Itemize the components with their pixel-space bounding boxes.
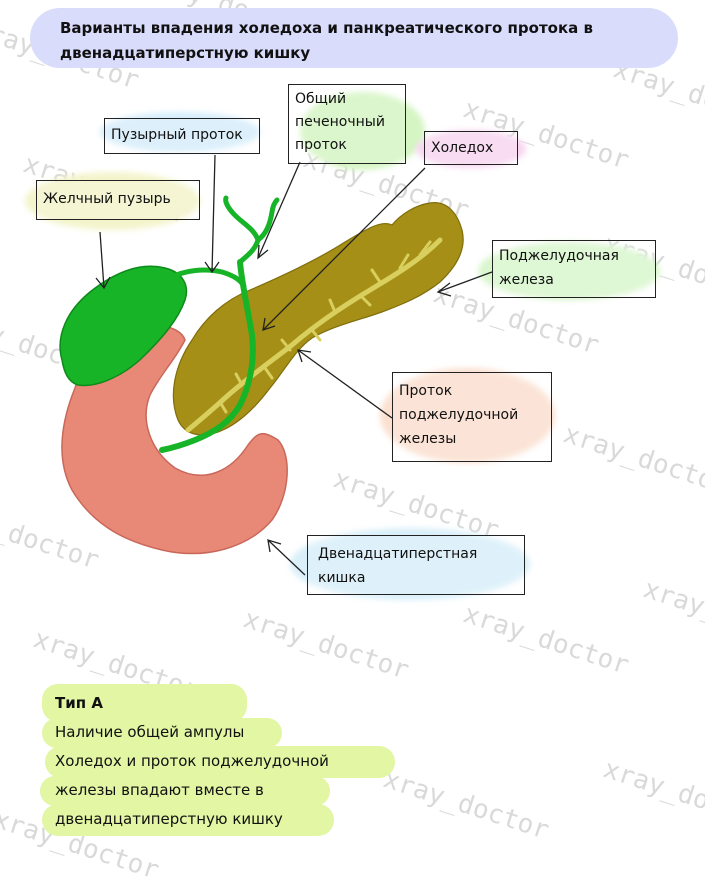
label-pancreatic-duct: Проток поджелудочной железы <box>392 372 552 462</box>
title-line-1: Варианты впадения холедоха и панкреатиче… <box>60 19 593 37</box>
label-hepatic-line-3: проток <box>295 137 347 153</box>
note-line-2: Холедох и проток поджелудочной <box>55 752 329 770</box>
note-line-4: двенадцатиперстную кишку <box>55 810 283 828</box>
label-pancreas: Поджелудочная железа <box>492 240 656 298</box>
label-gallbladder: Желчный пузырь <box>36 180 200 220</box>
duodenum-shape <box>61 324 288 555</box>
label-hepatic-line-2: печеночный <box>295 114 385 130</box>
label-cystic-duct-text: Пузырный проток <box>111 127 243 143</box>
note-highlight <box>42 804 334 836</box>
blob-pancreatic-duct <box>380 368 555 463</box>
label-choledochus: Холедох <box>424 131 518 165</box>
arrow-pancreatic-duct <box>297 349 393 419</box>
label-duodenum-line-2: кишка <box>318 570 366 586</box>
blob-choledochus <box>416 130 526 168</box>
page-title: Варианты впадения холедоха и панкреатиче… <box>60 16 660 66</box>
title-highlight <box>30 8 678 68</box>
arrow-choledochus <box>262 167 426 331</box>
note-highlight <box>42 684 247 722</box>
hepatic-duct-shape <box>223 195 280 265</box>
pointer-arrows <box>95 154 493 576</box>
arrow-hepatic <box>257 161 301 260</box>
blob-pancreas <box>478 242 660 300</box>
label-choledochus-text: Холедох <box>431 140 494 156</box>
pancreatic-duct-branches <box>218 240 432 414</box>
arrow-pancreas <box>436 271 493 297</box>
note-highlight <box>42 718 282 748</box>
pancreatic-duct-shape <box>185 237 443 433</box>
note-line-3: железы впадают вместе в <box>55 781 264 799</box>
note-line-1: Наличие общей ампулы <box>55 723 245 741</box>
note-highlight <box>40 776 330 806</box>
blob-duodenum <box>290 528 530 600</box>
label-gallbladder-text: Желчный пузырь <box>43 191 171 207</box>
arrow-cystic <box>204 154 220 274</box>
note-title: Тип А <box>55 694 103 712</box>
label-duodenum-line-1: Двенадцатиперстная <box>318 546 478 562</box>
note-highlight <box>45 746 395 778</box>
label-duodenum: Двенадцатиперстная кишка <box>307 535 525 595</box>
anatomy-illustration <box>59 154 493 576</box>
label-pancreatic-duct-line-2: поджелудочной <box>399 407 519 423</box>
choledochus-shape <box>159 259 256 453</box>
label-pancreas-line-2: железа <box>499 272 554 288</box>
arrow-duodenum <box>267 539 306 576</box>
label-pancreatic-duct-line-1: Проток <box>399 383 453 399</box>
blob-gallbladder <box>25 172 200 230</box>
title-line-2: двенадцатиперстную кишку <box>60 44 311 62</box>
label-hepatic-line-1: Общий <box>295 91 347 107</box>
label-pancreatic-duct-line-3: железы <box>399 431 457 447</box>
arrow-gallbladder <box>95 231 111 290</box>
pancreas-shape <box>172 202 464 436</box>
label-pancreas-line-1: Поджелудочная <box>499 248 619 264</box>
gallbladder-shape <box>59 265 188 387</box>
label-cystic-duct: Пузырный проток <box>104 118 260 154</box>
label-common-hepatic-duct: Общий печеночный проток <box>288 84 406 164</box>
blob-hepatic <box>300 92 425 170</box>
